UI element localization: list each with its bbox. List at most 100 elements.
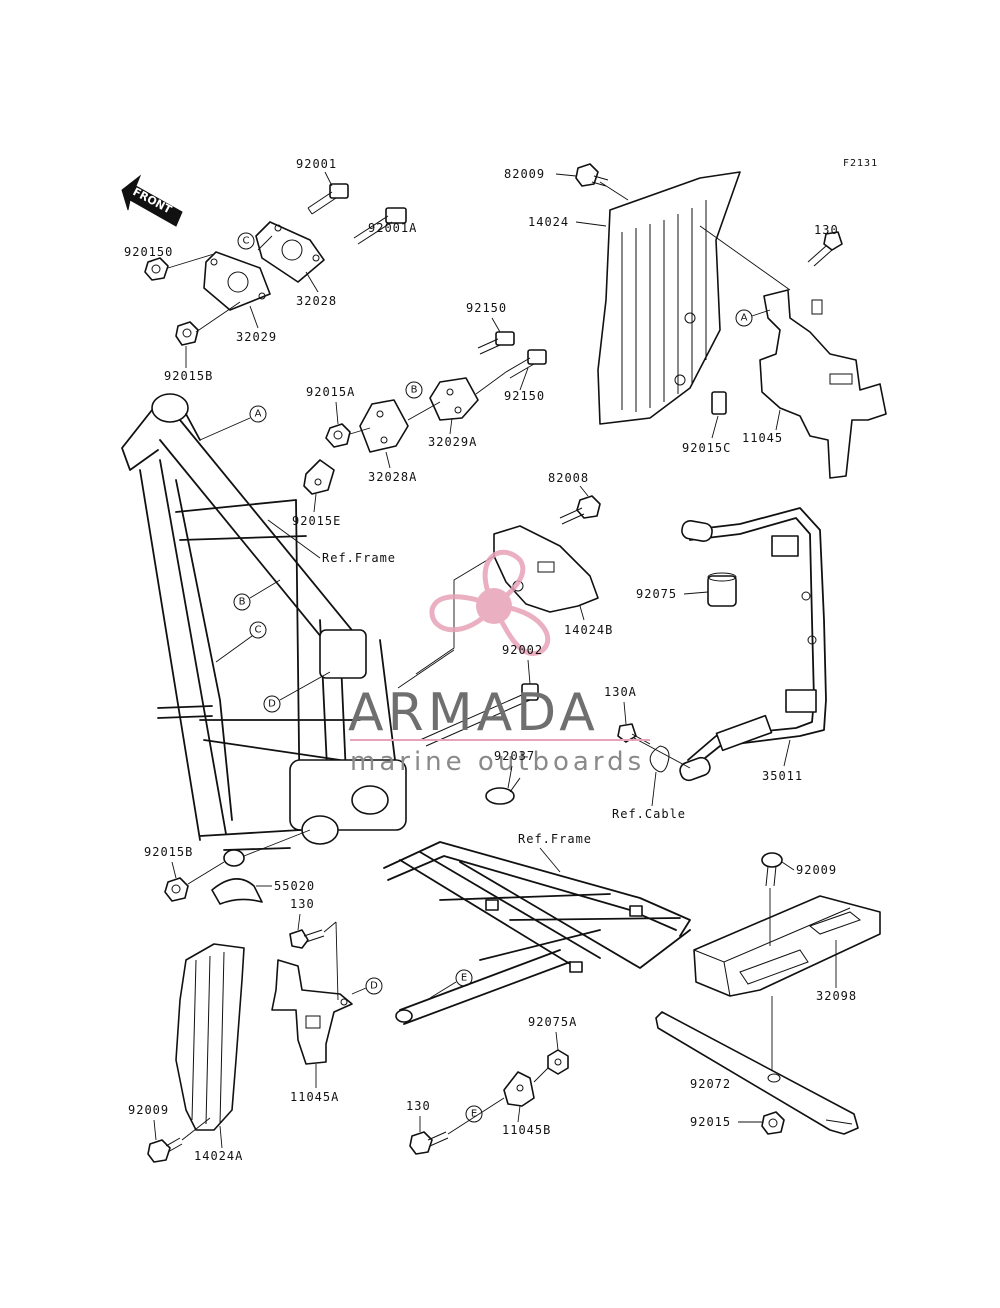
part-label: 92015B bbox=[164, 369, 213, 383]
circle-marker-a bbox=[249, 405, 267, 423]
circle-marker-e bbox=[465, 1105, 483, 1123]
ref-cable-label: Ref.Cable bbox=[612, 807, 686, 821]
marker-label: A bbox=[255, 409, 262, 420]
marker-label: C bbox=[243, 236, 250, 247]
marker-label: C bbox=[255, 625, 262, 636]
bracket-11045-icon bbox=[759, 289, 887, 479]
part-labels: 92001 92001A 920150 32028 32029 92015B 9… bbox=[124, 157, 857, 1163]
part-label: 92015E bbox=[292, 514, 341, 528]
diagram-code: F2131 bbox=[843, 158, 878, 169]
part-label: 92015A bbox=[306, 385, 355, 399]
part-label: 55020 bbox=[274, 879, 315, 893]
circle-marker-d bbox=[263, 695, 281, 713]
bolt-92150-bot-icon bbox=[505, 349, 547, 379]
marker-label: E bbox=[471, 1109, 477, 1120]
battery-band-92072-icon bbox=[655, 1011, 859, 1135]
part-label: 130 bbox=[814, 223, 839, 237]
nut-92015B-top-icon bbox=[175, 321, 199, 346]
clamp-92037-icon bbox=[485, 777, 521, 805]
bolt-92002-icon bbox=[419, 683, 539, 747]
part-label: 32029 bbox=[236, 330, 277, 344]
bolt-130-top-icon bbox=[807, 231, 843, 267]
part-label: 11045B bbox=[502, 1123, 551, 1137]
collar-92075-icon bbox=[707, 572, 737, 607]
watermark-tagline: marine outboards bbox=[350, 747, 645, 777]
part-label: 82008 bbox=[548, 471, 589, 485]
marker-label: D bbox=[268, 699, 276, 710]
front-arrow-icon: FRONT bbox=[121, 174, 183, 227]
collar-92075A-icon bbox=[547, 1049, 569, 1075]
circle-marker-d bbox=[365, 977, 383, 995]
part-label: 35011 bbox=[762, 769, 803, 783]
plate-32028-icon bbox=[255, 221, 325, 283]
bolt-130-bot-icon bbox=[409, 1131, 449, 1155]
bolt-92001-icon bbox=[307, 183, 349, 215]
bolt-130-mid-icon bbox=[289, 929, 325, 949]
subframe-icon bbox=[383, 841, 691, 1025]
washer-55020-top-icon bbox=[223, 849, 245, 867]
main-frame-icon bbox=[121, 393, 407, 851]
circle-marker-b bbox=[405, 381, 423, 399]
fork-guard-14024A-icon bbox=[175, 943, 245, 1131]
part-label: 14024A bbox=[194, 1149, 243, 1163]
clip-92015C-icon bbox=[711, 391, 727, 415]
circle-marker-b bbox=[233, 593, 251, 611]
part-label: 92072 bbox=[690, 1077, 731, 1091]
part-label: 92001A bbox=[368, 221, 417, 235]
plate-32029A-icon bbox=[429, 377, 479, 421]
circle-marker-c bbox=[249, 621, 267, 639]
cushion-55020-icon bbox=[211, 878, 263, 905]
battery-case-32098-icon bbox=[693, 895, 881, 997]
part-label: 92150 bbox=[504, 389, 545, 403]
part-label: 92037 bbox=[494, 749, 535, 763]
nut-92015A-icon bbox=[325, 423, 351, 448]
part-label: 92009 bbox=[796, 863, 837, 877]
part-label: 82009 bbox=[504, 167, 545, 181]
part-label: 130 bbox=[406, 1099, 431, 1113]
part-label: 92150 bbox=[466, 301, 507, 315]
part-label: 92075A bbox=[528, 1015, 577, 1029]
part-label: 92015 bbox=[690, 1115, 731, 1129]
nut-920150-icon bbox=[144, 257, 169, 281]
bolt-92150-top-icon bbox=[477, 331, 515, 355]
nut-92015-icon bbox=[761, 1111, 785, 1135]
circle-marker-e bbox=[455, 969, 473, 987]
bracket-11045B-icon bbox=[503, 1071, 535, 1107]
watermark-brand: ARMADA bbox=[348, 683, 599, 743]
marker-label: B bbox=[411, 385, 418, 396]
part-label: 92015B bbox=[144, 845, 193, 859]
part-label: 92009 bbox=[128, 1103, 169, 1117]
part-label: 14024 bbox=[528, 215, 569, 229]
bolt-82008-icon bbox=[559, 495, 601, 525]
part-label: 130 bbox=[290, 897, 315, 911]
part-label: 14024B bbox=[564, 623, 613, 637]
bolt-92009-left-icon bbox=[147, 1137, 183, 1163]
part-label: 32028A bbox=[368, 470, 417, 484]
bolt-92009-right-icon bbox=[761, 852, 783, 887]
part-label: 920150 bbox=[124, 245, 173, 259]
circle-marker-c bbox=[237, 232, 255, 250]
plate-32028A-icon bbox=[359, 399, 409, 453]
part-label: 32098 bbox=[816, 989, 857, 1003]
ref-frame-label: Ref.Frame bbox=[322, 551, 396, 565]
part-label: 32029A bbox=[428, 435, 477, 449]
plate-32029-icon bbox=[203, 251, 271, 311]
part-label: 92075 bbox=[636, 587, 677, 601]
part-label: 11045 bbox=[742, 431, 783, 445]
part-label: 32028 bbox=[296, 294, 337, 308]
ref-frame-label: Ref.Frame bbox=[518, 832, 592, 846]
marker-label: A bbox=[741, 313, 748, 324]
part-label: 11045A bbox=[290, 1090, 339, 1104]
bracket-35011-icon bbox=[679, 507, 827, 782]
nut-92015B-bot-icon bbox=[164, 877, 189, 902]
part-label: 92015C bbox=[682, 441, 731, 455]
bolt-82009-icon bbox=[575, 163, 609, 187]
cable-clip-icon bbox=[649, 745, 670, 773]
radiator-guard-14024-icon bbox=[597, 171, 741, 425]
marker-label: B bbox=[239, 597, 246, 608]
bolt-92001A-icon bbox=[353, 207, 407, 245]
bracket-92015E-icon bbox=[303, 459, 335, 495]
bracket-11045A-icon bbox=[271, 959, 353, 1065]
part-label: 130A bbox=[604, 685, 637, 699]
